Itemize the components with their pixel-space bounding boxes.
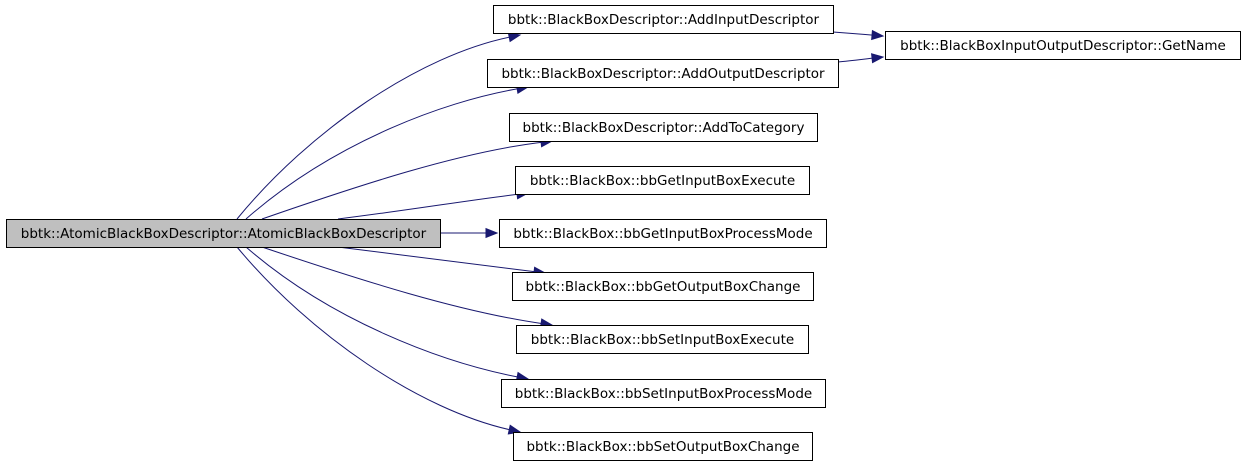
- node-getInExec[interactable]: bbtk::BlackBox::bbGetInputBoxExecute: [515, 166, 810, 195]
- node-label: bbtk::BlackBox::bbSetInputBoxExecute: [531, 332, 794, 348]
- node-root[interactable]: bbtk::AtomicBlackBoxDescriptor::AtomicBl…: [6, 219, 441, 248]
- node-label: bbtk::BlackBox::bbGetInputBoxProcessMode: [513, 226, 812, 242]
- node-label: bbtk::BlackBox::bbSetInputBoxProcessMode: [515, 386, 812, 402]
- node-box[interactable]: [6, 219, 441, 248]
- edge-line: [337, 246, 537, 273]
- edge-root-to-getInExec: [337, 189, 530, 220]
- edge-root-to-setOutChange: [236, 246, 522, 435]
- edge-root-to-addCategory: [261, 137, 554, 220]
- node-getName[interactable]: bbtk::BlackBoxInputOutputDescriptor::Get…: [885, 31, 1241, 60]
- edge-line: [245, 246, 520, 378]
- edge-addOutput-to-getName: [837, 53, 885, 64]
- arrowhead-icon: [871, 53, 885, 64]
- node-addInput[interactable]: bbtk::BlackBoxDescriptor::AddInputDescri…: [493, 5, 834, 34]
- node-label: bbtk::BlackBox::bbSetOutputBoxChange: [526, 439, 799, 455]
- edge-addInput-to-getName: [832, 29, 885, 41]
- node-label: bbtk::BlackBox::bbGetOutputBoxChange: [526, 279, 801, 295]
- node-label: bbtk::BlackBoxDescriptor::AddOutputDescr…: [501, 66, 825, 82]
- node-box[interactable]: [516, 325, 809, 354]
- edge-line: [245, 88, 520, 220]
- arrowhead-icon: [871, 29, 885, 41]
- node-box[interactable]: [501, 379, 826, 408]
- node-getInProc[interactable]: bbtk::BlackBox::bbGetInputBoxProcessMode: [499, 219, 827, 248]
- nodes-layer: bbtk::AtomicBlackBoxDescriptor::AtomicBl…: [6, 5, 1241, 461]
- node-getOutChange[interactable]: bbtk::BlackBox::bbGetOutputBoxChange: [512, 272, 814, 301]
- node-setInProc[interactable]: bbtk::BlackBox::bbSetInputBoxProcessMode: [501, 379, 826, 408]
- edge-line: [261, 246, 544, 325]
- edge-root-to-getInProc: [440, 227, 499, 239]
- edge-line: [236, 36, 512, 220]
- arrowhead-icon: [507, 32, 522, 43]
- node-label: bbtk::BlackBoxInputOutputDescriptor::Get…: [900, 38, 1226, 54]
- edge-line: [261, 141, 544, 220]
- node-box[interactable]: [509, 113, 818, 142]
- node-label: bbtk::BlackBox::bbGetInputBoxExecute: [530, 173, 795, 189]
- edge-root-to-setInProc: [245, 246, 530, 382]
- edge-line: [837, 57, 875, 63]
- node-label: bbtk::AtomicBlackBoxDescriptor::AtomicBl…: [21, 226, 427, 242]
- node-addCategory[interactable]: bbtk::BlackBoxDescriptor::AddToCategory: [509, 113, 818, 142]
- node-box[interactable]: [513, 432, 813, 461]
- edge-root-to-setInExec: [261, 246, 554, 329]
- node-box[interactable]: [515, 166, 810, 195]
- node-label: bbtk::BlackBoxDescriptor::AddToCategory: [523, 120, 805, 136]
- edge-line: [337, 193, 520, 220]
- edge-root-to-getOutChange: [337, 246, 547, 277]
- node-addOutput[interactable]: bbtk::BlackBoxDescriptor::AddOutputDescr…: [487, 59, 839, 88]
- node-box[interactable]: [512, 272, 814, 301]
- node-box[interactable]: [885, 31, 1241, 60]
- node-setOutChange[interactable]: bbtk::BlackBox::bbSetOutputBoxChange: [513, 432, 813, 461]
- node-box[interactable]: [499, 219, 827, 248]
- node-box[interactable]: [487, 59, 839, 88]
- edge-line: [832, 31, 875, 36]
- arrowhead-icon: [485, 227, 499, 239]
- node-setInExec[interactable]: bbtk::BlackBox::bbSetInputBoxExecute: [516, 325, 809, 354]
- edge-line: [236, 246, 512, 431]
- node-box[interactable]: [493, 5, 834, 34]
- edge-root-to-addInput: [236, 32, 522, 220]
- node-label: bbtk::BlackBoxDescriptor::AddInputDescri…: [508, 12, 820, 28]
